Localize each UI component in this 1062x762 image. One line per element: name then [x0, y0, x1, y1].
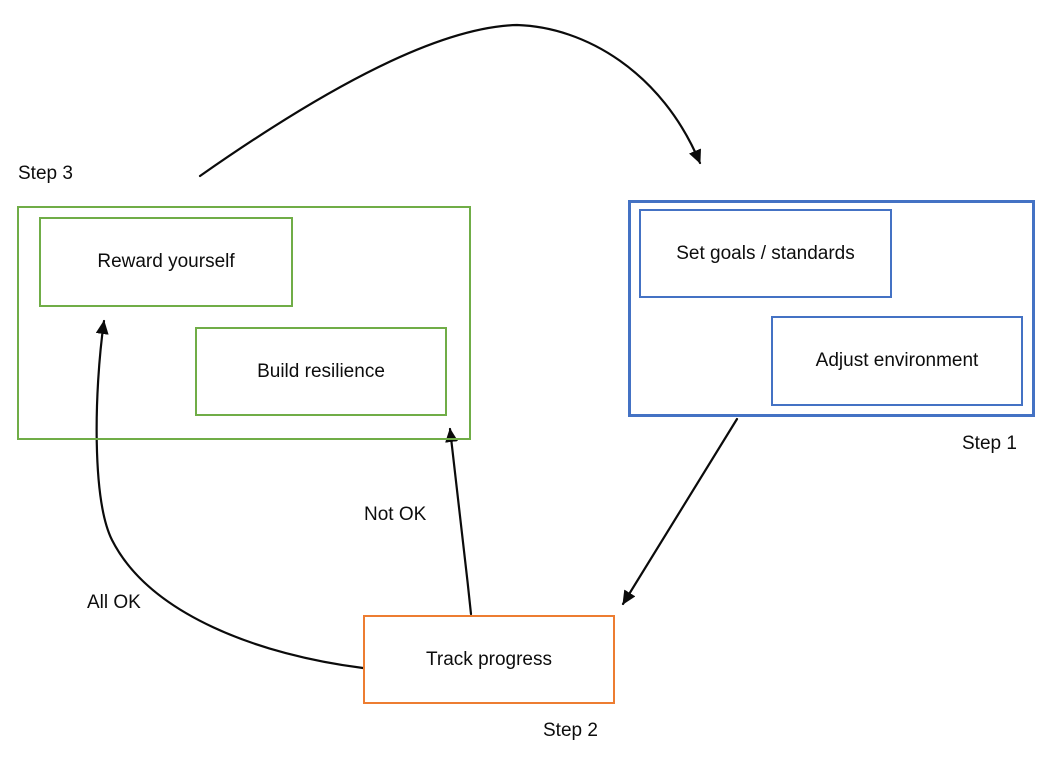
- track-progress-label: Track progress: [426, 648, 552, 670]
- arrow-step1-to-step2-icon: [621, 417, 739, 606]
- step1-group-box: Set goals / standards Adjust environment: [628, 200, 1035, 417]
- step3-label: Step 3: [18, 163, 73, 184]
- arrow-not-ok-icon: [445, 427, 473, 616]
- cycle-arrow-step3-to-step1-icon: [198, 23, 702, 178]
- step2-label: Step 2: [543, 720, 598, 741]
- reward-yourself-box: Reward yourself: [39, 217, 293, 307]
- adjust-environment-box: Adjust environment: [771, 316, 1023, 406]
- step1-label: Step 1: [962, 433, 1017, 454]
- reward-yourself-label: Reward yourself: [97, 251, 235, 272]
- build-resilience-box: Build resilience: [195, 327, 447, 416]
- set-goals-label: Set goals / standards: [676, 242, 855, 264]
- adjust-environment-label: Adjust environment: [815, 350, 979, 371]
- build-resilience-label: Build resilience: [257, 360, 385, 382]
- all-ok-label: All OK: [87, 592, 141, 613]
- not-ok-label: Not OK: [364, 504, 427, 525]
- set-goals-box: Set goals / standards: [639, 209, 892, 298]
- step3-group-box: Reward yourself Build resilience: [17, 206, 471, 440]
- track-progress-box: Track progress: [363, 615, 615, 704]
